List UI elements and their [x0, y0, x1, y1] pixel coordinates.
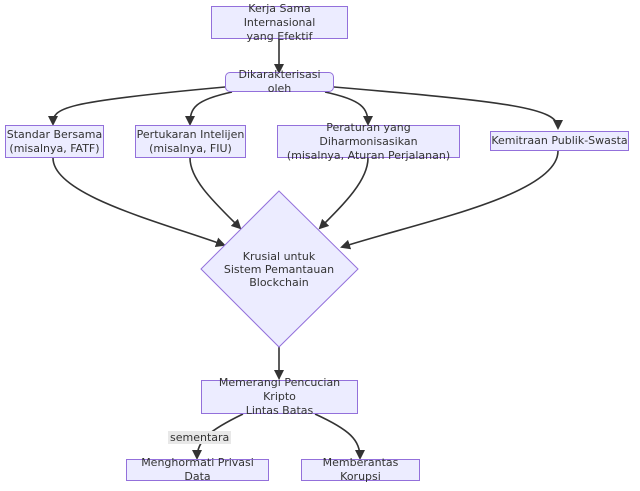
node-corruption: Memberantas Korupsi [301, 456, 420, 483]
edge-label-while: sementara [168, 431, 232, 444]
edge-characterized-to-regulation [324, 91, 373, 126]
node-standards-line1: Standar Bersama [6, 127, 103, 141]
node-partnership-label: Kemitraan Publik-Swasta [491, 134, 628, 147]
node-intel-line2: (misalnya, FIU) [149, 141, 232, 155]
node-regulation: Peraturan yang Diharmonisasikan (misalny… [277, 121, 460, 162]
node-crucial-line3: Blockchain [249, 276, 309, 289]
node-privacy: Menghormati Privasi Data [126, 456, 269, 483]
node-combat-line1: Memerangi Pencucian Kripto [218, 376, 341, 403]
node-root: Kerja Sama Internasional yang Efektif [211, 2, 348, 43]
edge-characterized-to-partnership [333, 86, 563, 130]
node-regulation-line1: Peraturan yang Diharmonisasikan [319, 120, 418, 148]
node-characterized: Dikarakterisasi oleh [225, 68, 334, 95]
edge-characterized-to-intel [185, 91, 233, 126]
node-regulation-line2: (misalnya, Aturan Perjalanan) [286, 148, 451, 162]
edge-intel-to-crucial [189, 157, 242, 230]
node-crucial-line1: Krusial untuk [242, 250, 316, 263]
crucial-diamond [200, 190, 359, 348]
node-standards: Standar Bersama (misalnya, FATF) [5, 125, 104, 158]
node-partnership: Kemitraan Publik-Swasta [490, 131, 629, 151]
node-privacy-label: Menghormati Privasi Data [141, 456, 254, 483]
node-root-line2: yang Efektif [246, 29, 313, 43]
node-root-line1: Kerja Sama Internasional [243, 1, 316, 29]
edge-combat-to-corruption [314, 413, 365, 460]
node-intel: Pertukaran Intelijen (misalnya, FIU) [135, 125, 246, 158]
node-combat-line2: Lintas Batas [245, 404, 314, 417]
node-crucial-line2: Sistem Pemantauan [223, 263, 335, 276]
edge-partnership-to-crucial [340, 150, 559, 250]
edge-regulation-to-crucial [318, 157, 369, 230]
node-combat: Memerangi Pencucian Kripto Lintas Batas [201, 376, 358, 417]
node-characterized-label: Dikarakterisasi oleh [238, 68, 321, 95]
node-corruption-label: Memberantas Korupsi [322, 456, 399, 483]
node-intel-line1: Pertukaran Intelijen [136, 127, 245, 141]
node-crucial: Krusial untuk Sistem Pemantauan Blockcha… [213, 250, 345, 289]
edge-characterized-to-standards [48, 86, 226, 126]
edge-standards-to-crucial [52, 157, 226, 248]
node-standards-line2: (misalnya, FATF) [9, 141, 100, 155]
